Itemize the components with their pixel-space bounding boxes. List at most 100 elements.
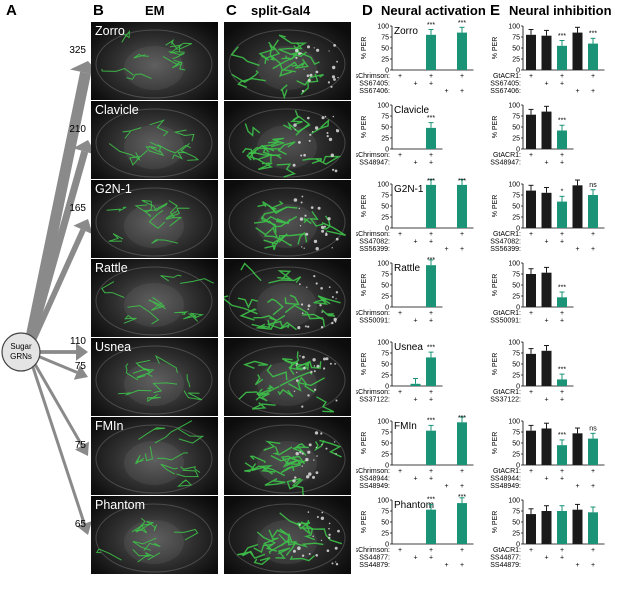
bar: [557, 511, 567, 544]
grn-signal-dot: [323, 225, 326, 228]
genotype-mark: +: [544, 476, 548, 483]
grn-signal-dot: [320, 432, 323, 435]
genotype-mark: +: [444, 88, 448, 95]
neuron-arbor: [146, 520, 157, 532]
arrow-head: [76, 521, 92, 535]
neuron-arbor: [294, 442, 309, 449]
neuron-arbor: [127, 305, 160, 325]
bar: [557, 297, 567, 307]
neuron-arbor: [270, 454, 306, 465]
grn-signal-dot: [298, 141, 301, 144]
y-tick-label: 100: [508, 497, 520, 504]
activation-chart: % PER0255075100Rattle***CsChrimson:++SS5…: [356, 257, 443, 325]
neuron-arbor: [253, 315, 277, 321]
grn-signal-dot: [313, 47, 315, 49]
bar: [541, 350, 552, 386]
grn-signal-dot: [306, 475, 310, 479]
genotype-row-label: GtACR1:: [493, 389, 521, 396]
neuron-arbor: [101, 281, 125, 298]
genotype-row-label: SS56399:: [359, 246, 390, 253]
significance-marker: ***: [558, 432, 566, 439]
significance-marker: ***: [427, 178, 435, 185]
neuron-arbor: [296, 521, 311, 530]
grn-signal-dot: [331, 75, 336, 79]
grn-signal-dot: [335, 298, 337, 300]
split-gal4-expression: [228, 29, 346, 100]
y-tick-label: 0: [385, 225, 389, 232]
split-gal4-image-tile: [224, 101, 351, 179]
brain-outline: [228, 503, 346, 573]
y-tick-label: 100: [377, 102, 389, 109]
bar: [541, 511, 552, 544]
neuron-arbor: [144, 552, 161, 561]
neuron-arbor: [275, 218, 291, 225]
y-tick-label: 75: [381, 350, 389, 357]
grn-signal-dot: [299, 225, 302, 227]
neuron-arbor: [108, 143, 141, 161]
grn-signal-dot: [307, 450, 311, 454]
bar: [526, 514, 536, 544]
neuron-arbor: [293, 542, 324, 548]
grn-signal-dot: [300, 201, 303, 204]
neuron-arbor: [298, 376, 315, 393]
genotype-row-label: GtACR1:: [493, 73, 521, 80]
grn-signal-dot: [321, 229, 325, 233]
split-gal4-expression: [228, 345, 346, 415]
grn-signal-dot: [325, 233, 328, 236]
genotype-mark: +: [413, 397, 417, 404]
arrow-head: [73, 219, 92, 234]
split-gal4-expression: [228, 424, 346, 495]
neuron-name: Phantom: [95, 498, 146, 512]
em-image-tile: Rattle: [91, 259, 218, 337]
grn-signal-dot: [308, 553, 311, 555]
grn-signal-dot: [337, 76, 339, 79]
neuron-arbor: [261, 141, 280, 152]
neuron-name: Rattle: [95, 261, 128, 275]
genotype-mark: +: [460, 468, 464, 475]
neuron-arbor: [315, 295, 341, 304]
neuron-arbor: [296, 73, 324, 86]
genotype-row-label: CsChrimson:: [356, 152, 390, 159]
bar: [526, 430, 536, 465]
y-tick-label: 0: [385, 541, 389, 548]
significance-marker: ***: [458, 415, 466, 422]
neuron-arbor: [190, 312, 205, 319]
grn-signal-dot: [304, 214, 307, 217]
genotype-mark: +: [429, 81, 433, 88]
grn-signal-dot: [309, 73, 313, 77]
genotype-row-label: CsChrimson:: [356, 547, 390, 554]
em-image-tile: Clavicle: [91, 101, 218, 179]
bar: [426, 357, 436, 386]
grn-signal-dot: [307, 304, 311, 308]
neuron-arbor: [151, 239, 179, 244]
synapse-count: 65: [75, 519, 87, 530]
neuron-arbor: [165, 200, 178, 220]
neuron-arbor: [147, 394, 161, 403]
bar: [588, 512, 598, 544]
y-tick-label: 100: [377, 339, 389, 346]
neuron-name: FMIn: [95, 419, 124, 433]
genotype-mark: +: [560, 468, 564, 475]
grn-signal-dot: [301, 465, 303, 467]
neuron-arbor: [282, 458, 302, 470]
genotype-mark: +: [460, 246, 464, 253]
neuron-arbor: [149, 119, 169, 137]
grn-signal-dot: [304, 325, 307, 328]
activation-chart: % PER0255075100Zorro******CsChrimson:+++…: [356, 20, 474, 95]
activation-chart: % PER0255075100G2N-1******CsChrimson:+++…: [356, 178, 474, 253]
genotype-row-label: SS44879:: [359, 562, 390, 569]
bar: [541, 192, 552, 228]
genotype-mark: +: [429, 397, 433, 404]
y-tick-label: 50: [512, 282, 520, 289]
grn-signal-dot: [317, 206, 321, 210]
bar: [426, 509, 436, 544]
synapse-count: 210: [69, 124, 86, 135]
genotype-mark: +: [560, 73, 564, 80]
em-reconstruction: [95, 108, 213, 178]
grn-signal-dot: [298, 523, 301, 526]
y-tick-label: 75: [512, 113, 520, 120]
inhibition-chart: % PER0255075100***nsGtACR1:+++SS48944:++…: [490, 418, 605, 490]
genotype-row-label: CsChrimson:: [356, 231, 390, 238]
neuron-arbor: [154, 354, 178, 373]
